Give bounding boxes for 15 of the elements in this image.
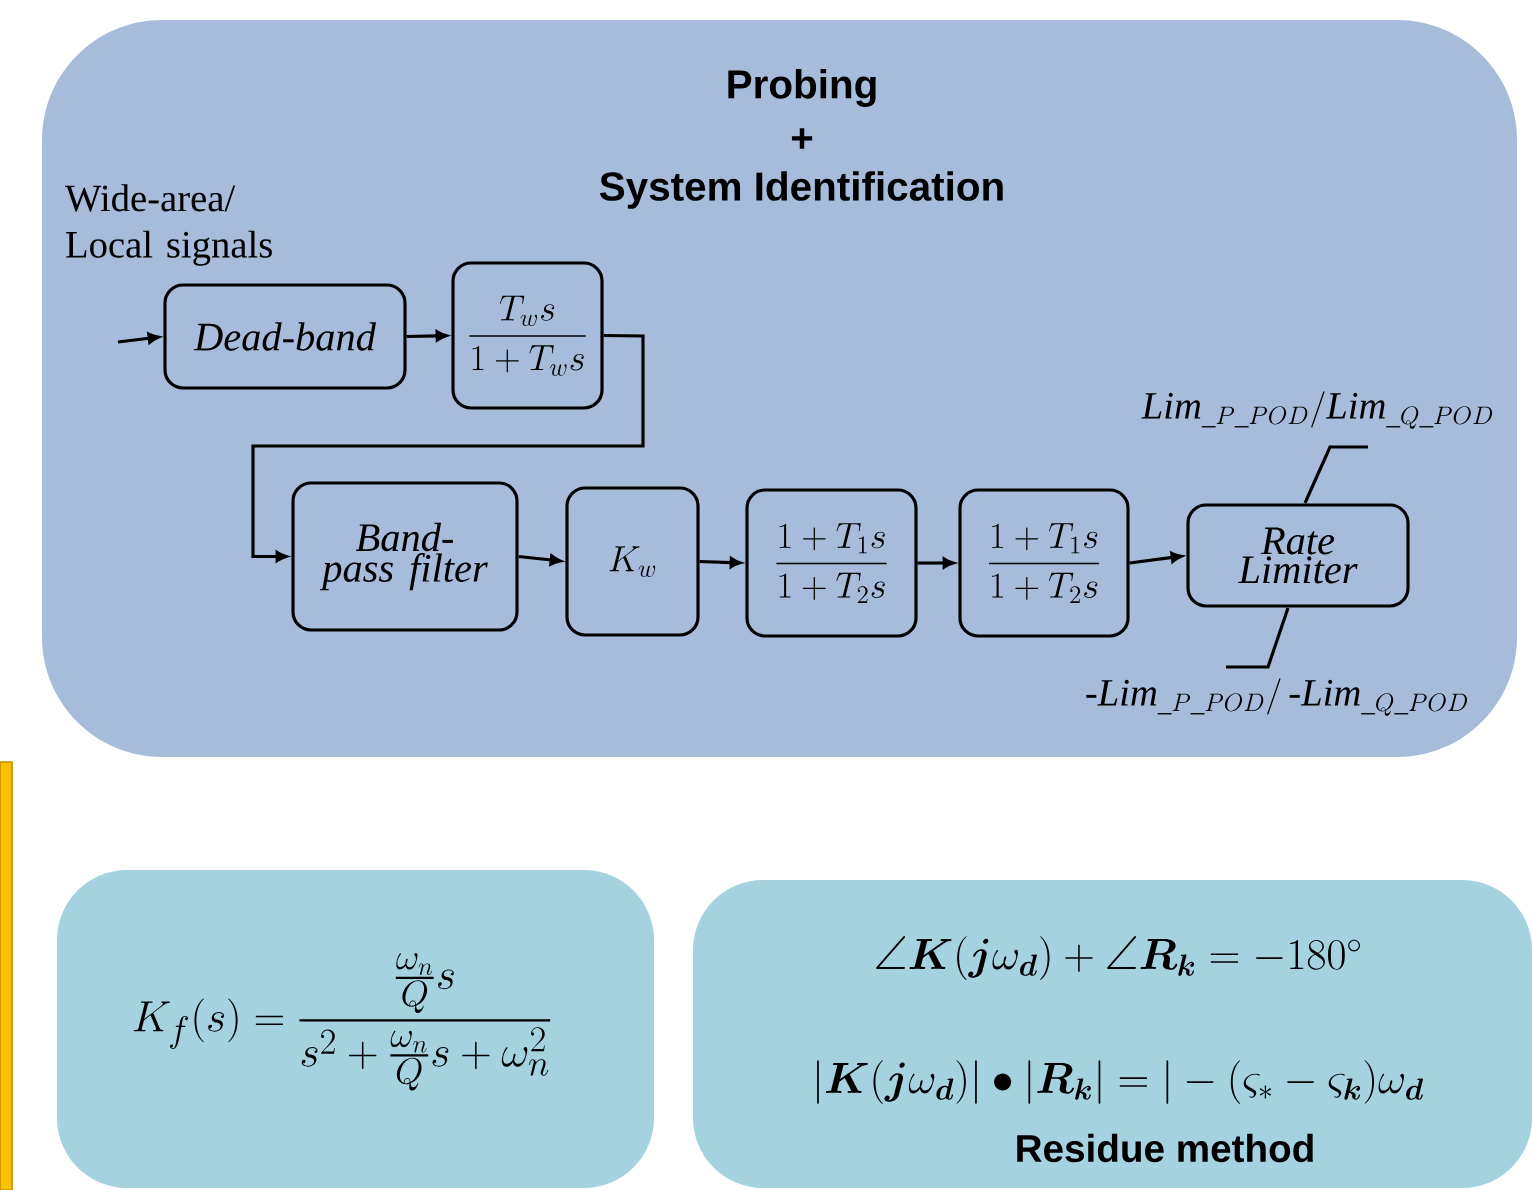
formula-box: $\angle\bm{K}(\bm{j}\omega_{\bm{d}})+\angle\bm{R}_{\bm{k}}=-180^{\circ}$ $|\bm{K}(\bm{j}\omega_{\bm{d}})|\bullet|\bm{R}_{\bm{k}}|=|-(\varsigma_{*}-\varsigma_{\bm{k}})\omega_{\bm{d}}$ Residue method [693,880,1532,1188]
block-box: Band-pass filter [291,481,519,632]
gain-box: $K_{w}$ [565,486,700,637]
signal-label: Wide-area/ Local signals [65,184,272,266]
transfer-function-box: $\frac{1+T_{1}s}{1+T_{2}s}$ [745,488,918,638]
limit-label: $\mathit{Lim}_{\_P\_POD}/\mathit{Lim}_{\_Q\_POD}$ [1141,391,1493,429]
transfer-function-box: $\frac{1+T_{1}s}{1+T_{2}s}$ [958,488,1130,638]
limit-label: $\text{-}\mathit{Lim}_{\_P\_POD}/\,\text{-}\mathit{Lim}_{\_Q\_POD}$ [1086,678,1467,716]
block-box: Rate Limiter [1186,503,1410,608]
arrow [251,333,645,563]
transfer-function-box: $\frac{T_{w}s}{1+T_{w}s}$ [451,261,604,410]
arrow [917,557,955,569]
formula-box: $K_{f}(s)=\frac{\frac{\omega_{n}}{Q}s}{s^{2}+\frac{\omega_{n}}{Q}s+\omega_{n}^{2}}$ [57,870,654,1188]
arrow [699,556,742,569]
block-box: Dead-band [163,283,407,390]
